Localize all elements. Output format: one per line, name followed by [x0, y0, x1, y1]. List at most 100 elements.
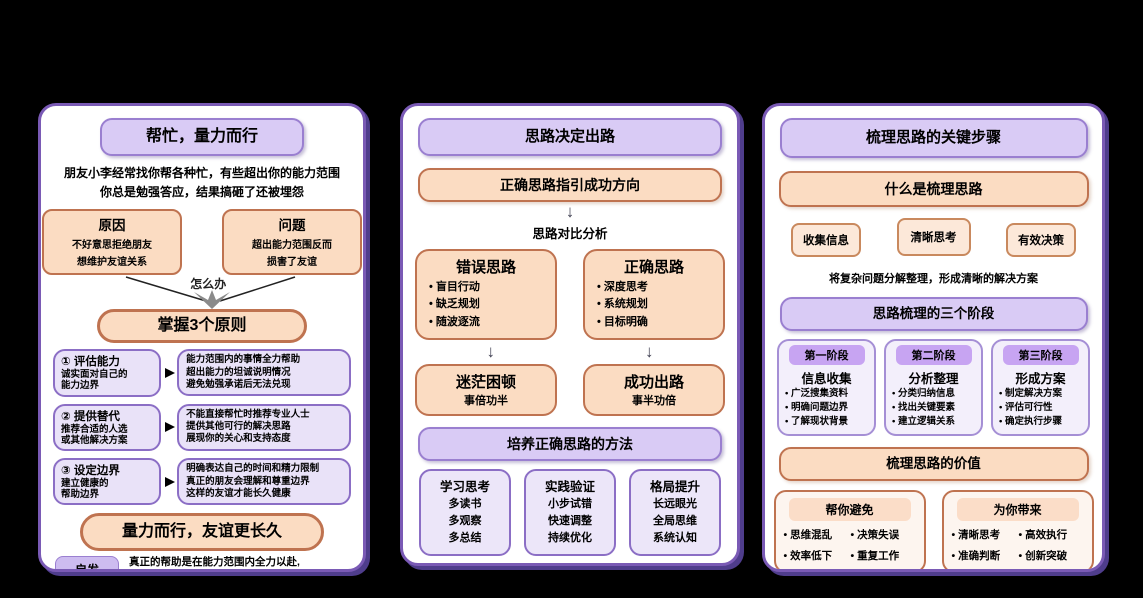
method-item: 多读书	[448, 498, 482, 511]
method-item: 快速调整	[548, 515, 592, 528]
method-title: 格局提升	[649, 480, 700, 495]
converge-lines-icon	[125, 276, 296, 310]
bring-item: • 清晰思考	[951, 529, 1001, 542]
what-description: 将复杂问题分解整理，形成清晰的解决方案	[829, 273, 1038, 285]
cause-line-1: 不好意思拒绝朋友	[72, 240, 152, 252]
principle-row-3: ③ 设定边界 建立健康的 帮助边界 明确表达自己的时间和精力限制 真正的朋友会理…	[53, 458, 351, 506]
stage-item: • 广泛搜集资料	[785, 388, 848, 399]
principle-detail-box-1: 能力范围内的事情全力帮助 超出能力的坦诚说明情况 避免勉强承诺后无法兑现	[177, 349, 351, 397]
tip-text: 真正的帮助是在能力范围内全力以赴, 而不是勉强承诺后让彼此都失望.	[129, 555, 300, 572]
right-mindset-box: 正确思路 • 深度思考 • 系统规划 • 目标明确	[583, 248, 725, 341]
bring-grid: • 清晰思考 • 高效执行 • 准确判断 • 创新突破	[952, 527, 1084, 563]
detail-line: 真正的朋友会理解和尊重边界	[186, 475, 310, 487]
arrow-down-icon: ↓	[645, 342, 654, 362]
panel1-intro: 朋友小李经常找你帮各种忙，有些超出你的能力范围 你总是勉强答应，结果搞砸了还被埋…	[41, 164, 363, 201]
method-item: 系统认知	[653, 532, 697, 545]
method-item: 多总结	[448, 532, 482, 545]
value-title-box: 梳理思路的价值	[778, 447, 1089, 482]
principle-desc: 帮助边界	[61, 489, 100, 501]
detail-line: 避免勉强承诺后无法兑现	[186, 379, 291, 391]
panel1-title: 帮忙，量力而行	[100, 118, 304, 156]
success-title: 成功出路	[623, 374, 684, 392]
cause-line-2: 想维护友谊关系	[77, 257, 147, 269]
cause-title: 原因	[98, 218, 126, 234]
tip-badge: 启发	[55, 556, 119, 569]
method-item: 持续优化	[548, 532, 592, 545]
stage-badge: 第一阶段	[788, 345, 865, 365]
principle-detail-box-3: 明确表达自己的时间和精力限制 真正的朋友会理解和尊重边界 这样的友谊才能长久健康	[177, 458, 351, 506]
wrong-item: • 随波逐流	[429, 315, 480, 328]
conclusion-pill: 量力而行，友谊更长久	[80, 513, 324, 552]
stage-badge: 第三阶段	[1002, 345, 1079, 365]
principle-desc: 或其他解决方案	[61, 434, 128, 446]
principle-desc: 推荐合适的人选	[61, 423, 128, 435]
right-item: • 目标明确	[597, 315, 648, 328]
stage-badge: 第二阶段	[895, 345, 972, 365]
tip-line-1: 真正的帮助是在能力范围内全力以赴,	[129, 556, 300, 569]
method-item: 小步试错	[548, 498, 592, 511]
principle-desc: 诚实面对自己的	[61, 369, 128, 381]
stage-item: • 制定解决方案	[999, 388, 1062, 399]
stage-box-2: 第二阶段 分析整理 • 分类归纳信息 • 找出关键要素 • 建立逻辑关系	[884, 339, 983, 437]
how-label: 怎么办	[190, 277, 227, 292]
intro-line-2: 你总是勉强答应，结果搞砸了还被埋怨	[99, 184, 304, 199]
principles-list: ① 评估能力 诚实面对自己的 能力边界 能力范围内的事情全力帮助 超出能力的坦诚…	[41, 349, 363, 506]
principle-box-1: ① 评估能力 诚实面对自己的 能力边界	[53, 349, 162, 397]
compare-label: 思路对比分析	[532, 226, 608, 241]
avoid-head: 帮你避免	[788, 498, 911, 522]
detail-line: 不能直接帮忙时推荐专业人士	[186, 408, 310, 420]
stage-box-1: 第一阶段 信息收集 • 广泛搜集资料 • 明确问题边界 • 了解现状背景	[777, 339, 876, 437]
avoid-item: • 重复工作	[850, 550, 900, 563]
panel-mindset-determines-outcome: 思路决定出路 正确思路指引成功方向 ↓ 思路对比分析 错误思路 • 盲目行动 •…	[400, 103, 740, 566]
lost-result-box: 迷茫困顿 事倍功半	[415, 364, 557, 417]
intro-line-1: 朋友小李经常找你帮各种忙，有些超出你的能力范围	[63, 166, 340, 180]
result-row: 迷茫困顿 事倍功半 成功出路 事半功倍	[403, 364, 737, 417]
converge-connector: 怎么办	[44, 275, 360, 310]
success-result-box: 成功出路 事半功倍	[583, 364, 725, 417]
detail-line: 提供其他可行的解决思路	[186, 421, 291, 433]
stage-name: 分析整理	[908, 372, 959, 386]
detail-line: 超出能力的坦诚说明情况	[186, 366, 291, 378]
method-box-2: 实践验证 小步试错 快速调整 持续优化	[524, 469, 616, 557]
method-item: 长远眼光	[653, 498, 697, 511]
right-item: • 系统规划	[597, 298, 648, 311]
keyword-row: 收集信息 清晰思考 有效决策	[765, 218, 1102, 257]
stage-item: • 分类归纳信息	[892, 388, 955, 399]
problem-title: 问题	[278, 218, 306, 234]
method-title: 实践验证	[544, 480, 595, 495]
stage-item: • 明确问题边界	[785, 401, 848, 413]
panel3-title: 梳理思路的关键步骤	[779, 118, 1088, 158]
avoid-item: • 思维混乱	[783, 529, 833, 542]
avoid-item: • 效率低下	[783, 550, 833, 563]
principle-label: ③ 设定边界	[61, 465, 120, 477]
stage-item: • 了解现状背景	[785, 415, 848, 427]
principle-label: ① 评估能力	[61, 356, 120, 369]
bring-head: 为你带来	[956, 498, 1079, 522]
bring-item: • 高效执行	[1018, 529, 1068, 542]
method-row: 学习思考 多读书 多观察 多总结 实践验证 小步试错 快速调整 持续优化 格局提…	[403, 469, 737, 557]
lost-sub: 事倍功半	[464, 395, 508, 408]
right-title: 正确思路	[623, 258, 684, 276]
tip-row: 启发 真正的帮助是在能力范围内全力以赴, 而不是勉强承诺后让彼此都失望.	[55, 555, 353, 572]
success-sub: 事半功倍	[632, 395, 676, 408]
stage-item: • 建立逻辑关系	[892, 415, 955, 427]
panel2-title: 思路决定出路	[418, 118, 722, 156]
detail-line: 能力范围内的事情全力帮助	[186, 354, 301, 366]
result-arrows-row: ↓ ↓	[403, 342, 737, 362]
avoid-grid: • 思维混乱 • 决策失误 • 效率低下 • 重复工作	[784, 527, 916, 563]
stage-name: 信息收集	[801, 372, 852, 386]
principle-row-2: ② 提供替代 推荐合适的人选 或其他解决方案 不能直接帮忙时推荐专业人士 提供其…	[53, 403, 351, 451]
principle-detail-box-2: 不能直接帮忙时推荐专业人士 提供其他可行的解决思路 展现你的关心和支持态度	[177, 403, 351, 451]
compare-row: 错误思路 • 盲目行动 • 缺乏规划 • 随波逐流 正确思路 • 深度思考 • …	[403, 248, 737, 341]
method-item: 全局思维	[653, 515, 697, 528]
bring-box: 为你带来 • 清晰思考 • 高效执行 • 准确判断 • 创新突破	[941, 490, 1094, 569]
tip-line-2: 而不是勉强承诺后让彼此都失望.	[129, 570, 300, 572]
right-item: • 深度思考	[597, 280, 648, 293]
panel-organize-thinking-steps: 梳理思路的关键步骤 什么是梳理思路 收集信息 清晰思考 有效决策 将复杂问题分解…	[762, 103, 1105, 572]
stage-item: • 找出关键要素	[892, 401, 955, 413]
wrong-title: 错误思路	[455, 258, 516, 276]
avoid-item: • 决策失误	[850, 529, 900, 542]
stage-name: 形成方案	[1015, 372, 1066, 386]
value-row: 帮你避免 • 思维混乱 • 决策失误 • 效率低下 • 重复工作 为你带来 • …	[765, 490, 1102, 569]
